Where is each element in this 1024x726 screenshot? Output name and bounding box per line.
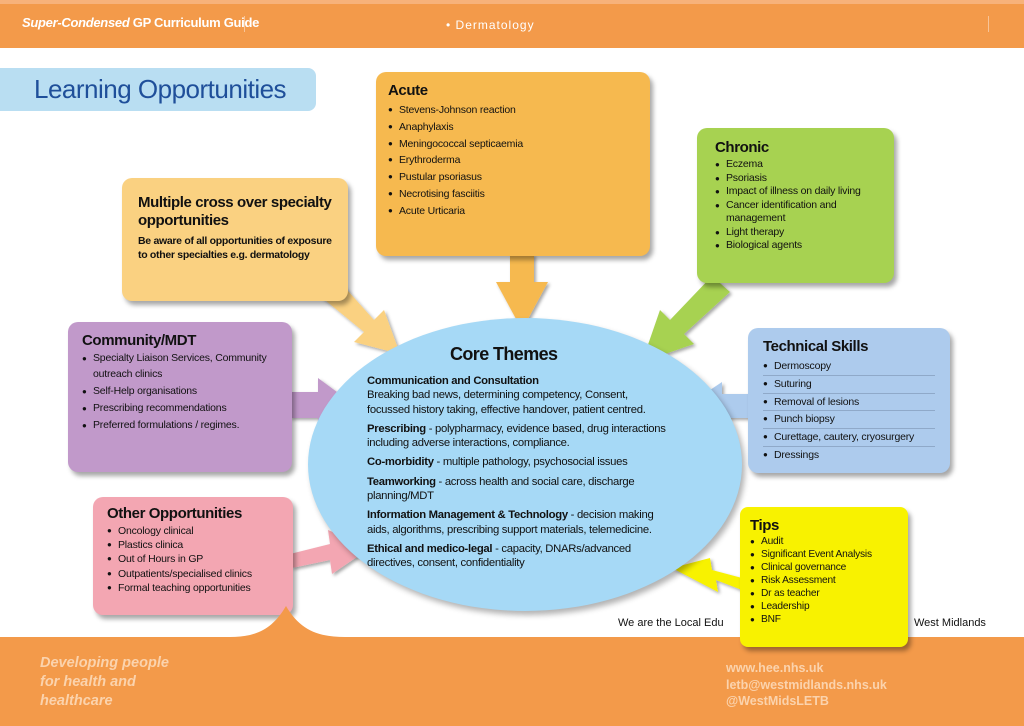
list-item: Clinical governance <box>750 561 898 574</box>
list-item: Cancer identification and management <box>715 199 876 226</box>
list-item: Oncology clinical <box>107 524 279 538</box>
list-item: Anaphylaxis <box>388 119 638 136</box>
guide-title: Super-Condensed GP Curriculum Guide <box>22 15 260 30</box>
header-divider <box>244 16 245 32</box>
theme-item: Ethical and medico-legal - capacity, DNA… <box>367 542 631 570</box>
acute-title: Acute <box>388 82 428 99</box>
core-themes-title: Core Themes <box>450 344 558 364</box>
multi-title: Multiple cross over specialty opportunit… <box>138 194 332 229</box>
list-item: Biological agents <box>715 239 876 253</box>
other-title: Other Opportunities <box>107 505 242 522</box>
list-item: Eczema <box>715 158 876 172</box>
list-item: Punch biopsy <box>763 411 935 430</box>
list-item: Erythroderma <box>388 152 638 169</box>
multi-text: Be aware of all opportunities of exposur… <box>138 235 332 261</box>
theme-item: Prescribing - polypharmacy, evidence bas… <box>367 422 666 450</box>
list-item: Dermoscopy <box>763 358 935 376</box>
section-title-bar: Learning Opportunities <box>0 68 316 111</box>
community-list: Specialty Liaison Services, Community ou… <box>82 351 278 433</box>
list-item: Prescribing recommendations <box>82 401 278 417</box>
header-bar: Super-Condensed GP Curriculum Guide • De… <box>0 0 1024 48</box>
list-item: Acute Urticaria <box>388 203 638 220</box>
community-box: Community/MDT Specialty Liaison Services… <box>68 322 292 472</box>
list-item: Significant Event Analysis <box>750 548 898 561</box>
list-item: Outpatients/specialised clinics <box>107 567 279 581</box>
list-item: Out of Hours in GP <box>107 552 279 566</box>
theme-item: Co-morbidity - multiple pathology, psych… <box>367 456 628 469</box>
chronic-list: Eczema Psoriasis Impact of illness on da… <box>715 158 876 253</box>
list-item: BNF <box>750 613 898 626</box>
core-themes-ellipse <box>308 318 742 611</box>
list-item: Pustular psoriasus <box>388 169 638 186</box>
list-item: Curettage, cautery, cryosurgery <box>763 429 935 447</box>
community-title: Community/MDT <box>82 332 196 349</box>
technical-title: Technical Skills <box>763 338 869 355</box>
twitter-handle[interactable]: @WestMidsLETB <box>726 694 829 709</box>
list-item: Light therapy <box>715 226 876 240</box>
list-item: Preferred formulations / regimes. <box>82 418 278 434</box>
other-list: Oncology clinical Plastics clinica Out o… <box>107 524 279 595</box>
list-item: Dr as teacher <box>750 587 898 600</box>
community-arrow <box>290 378 356 432</box>
tips-arrow <box>672 558 742 592</box>
list-item: Impact of illness on daily living <box>715 185 876 199</box>
tips-title: Tips <box>750 517 779 534</box>
list-item: Necrotising fasciitis <box>388 186 638 203</box>
list-item: Meningococcal septicaemia <box>388 136 638 153</box>
website-link[interactable]: www.hee.nhs.uk <box>726 661 824 675</box>
multi-specialty-box: Multiple cross over specialty opportunit… <box>122 178 348 301</box>
technical-list: Dermoscopy Suturing Removal of lesions P… <box>763 358 935 464</box>
list-item: Psoriasis <box>715 172 876 186</box>
list-item: Self-Help organisations <box>82 384 278 400</box>
acute-list: Stevens-Johnson reaction Anaphylaxis Men… <box>388 102 638 220</box>
list-item: Removal of lesions <box>763 394 935 412</box>
acute-arrow <box>496 254 548 330</box>
topic-label: • Dermatology <box>446 18 535 32</box>
list-item: Dressings <box>763 447 935 464</box>
chronic-title: Chronic <box>715 139 769 156</box>
list-item: Risk Assessment <box>750 574 898 587</box>
list-item: Specialty Liaison Services, Community ou… <box>82 351 278 382</box>
list-item: Leadership <box>750 600 898 613</box>
footer-contacts: www.hee.nhs.uk letb@westmidlands.nhs.uk … <box>726 660 887 710</box>
list-item: Suturing <box>763 376 935 394</box>
theme-item: Information Management & Technology - de… <box>367 509 654 536</box>
theme-item: Teamworking - across health and social c… <box>367 475 635 503</box>
chronic-arrow <box>642 276 730 362</box>
header-divider <box>988 16 989 32</box>
tips-box: Tips Audit Significant Event Analysis Cl… <box>740 507 908 647</box>
footer-tagline: Developing people for health and healthc… <box>40 655 169 709</box>
list-item: Stevens-Johnson reaction <box>388 102 638 119</box>
footer-bar: Developing people for health and healthc… <box>0 637 1024 726</box>
list-item: Formal teaching opportunities <box>107 581 279 595</box>
acute-box: Acute Stevens-Johnson reaction Anaphylax… <box>376 72 650 256</box>
tips-list: Audit Significant Event Analysis Clinica… <box>750 535 898 626</box>
other-opportunities-box: Other Opportunities Oncology clinical Pl… <box>93 497 293 615</box>
chronic-box: Chronic Eczema Psoriasis Impact of illne… <box>697 128 894 283</box>
section-title: Learning Opportunities <box>34 74 287 104</box>
email-link[interactable]: letb@westmidlands.nhs.uk <box>726 677 887 692</box>
list-item: Audit <box>750 535 898 548</box>
list-item: Plastics clinica <box>107 538 279 552</box>
technical-skills-box: Technical Skills Dermoscopy Suturing Rem… <box>748 328 950 473</box>
